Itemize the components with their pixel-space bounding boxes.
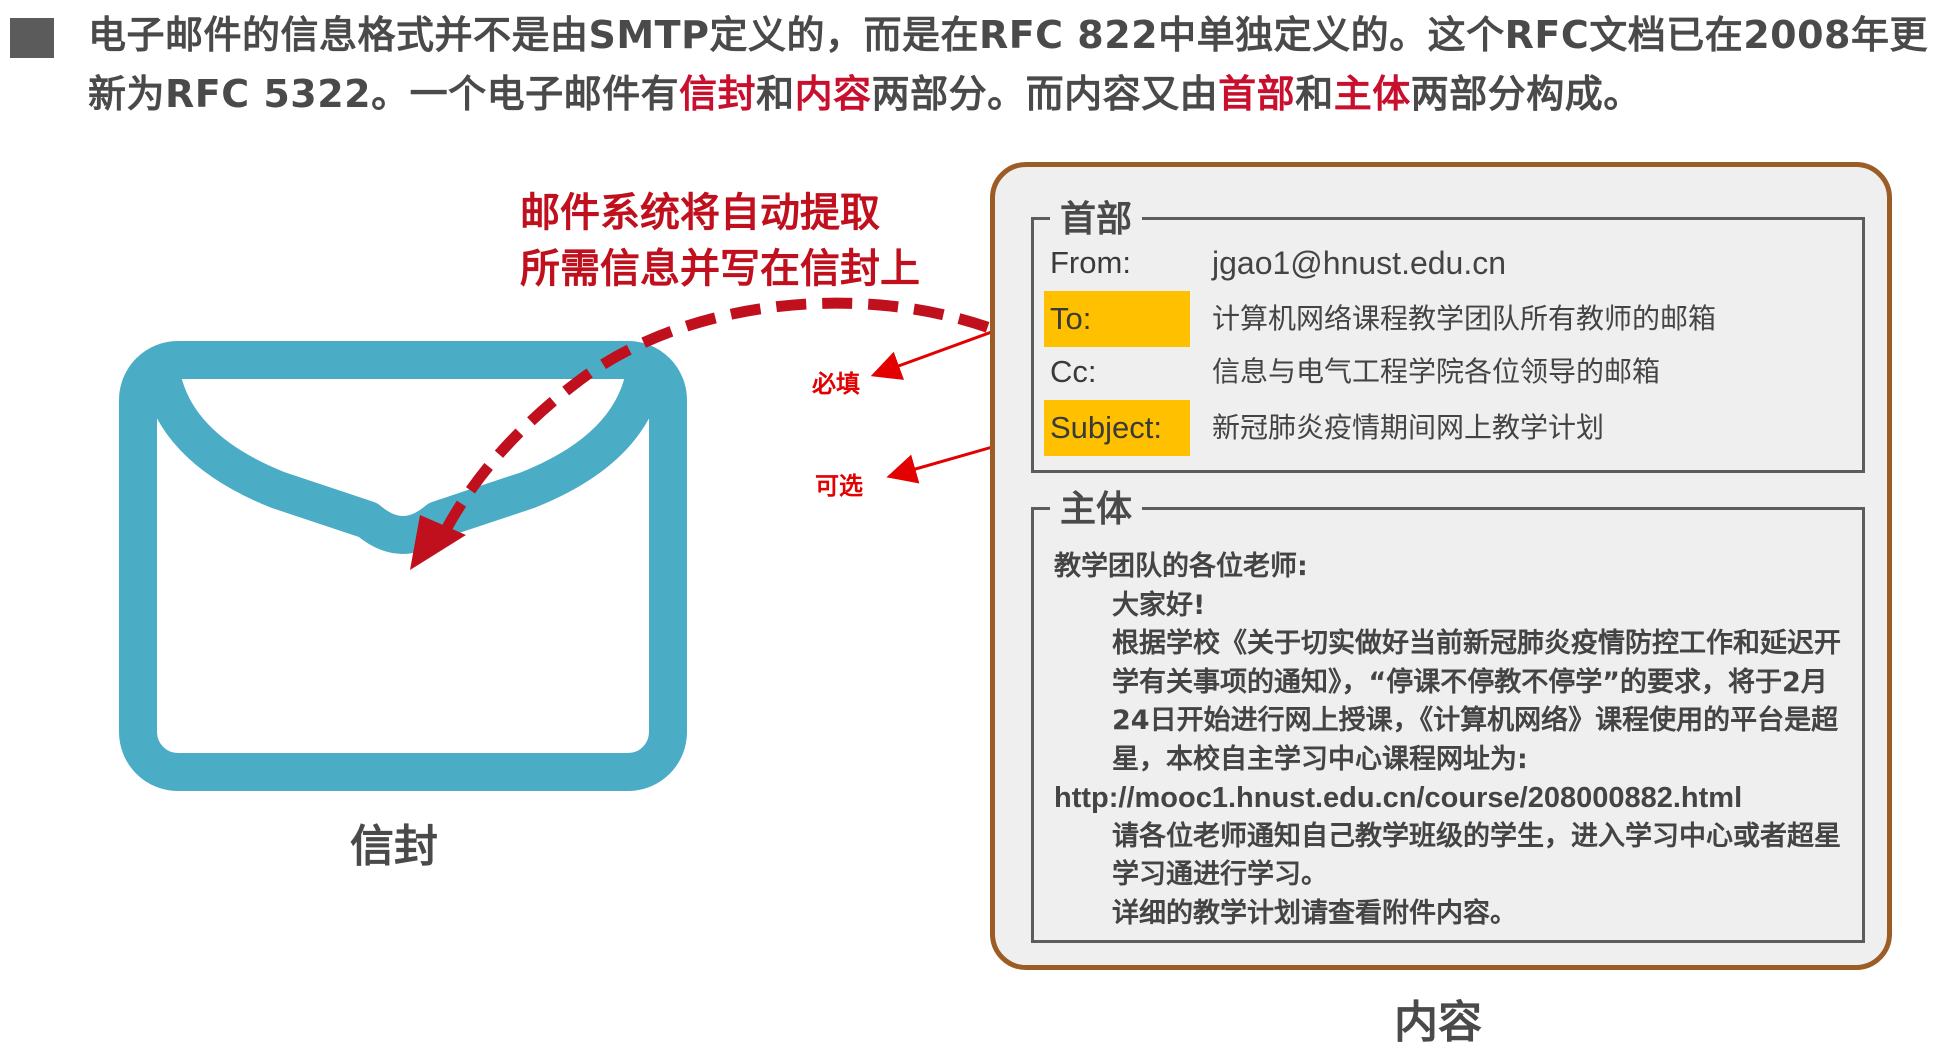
from-label: From: <box>1050 245 1131 280</box>
content-label: 内容 <box>1394 997 1482 1048</box>
intro-paragraph: 电子邮件的信息格式并不是由SMTP定义的，而是在RFC 822中单独定义的。这个… <box>88 13 1928 116</box>
course-url: http://mooc1.hnust.edu.cn/course/2080008… <box>1054 782 1743 814</box>
subject-label: Subject: <box>1044 400 1190 456</box>
content-term: 内容 <box>794 72 872 116</box>
required-tag: 必填 <box>812 370 860 398</box>
content-box: 首部 From: jgao1@hnust.edu.cn To: 计算机网络课程教… <box>990 162 1892 970</box>
header-term: 首部 <box>1218 72 1296 116</box>
optional-tag: 可选 <box>815 472 863 500</box>
body-hello: 大家好! <box>1112 589 1206 621</box>
from-field-row: From: jgao1@hnust.edu.cn <box>1044 235 1854 291</box>
cc-label: Cc: <box>1050 354 1097 389</box>
body-section-title: 主体 <box>1050 480 1143 532</box>
from-value: jgao1@hnust.edu.cn <box>1212 245 1507 281</box>
envelope-label: 信封 <box>350 821 438 872</box>
body-term: 主体 <box>1333 72 1411 116</box>
envelope-icon <box>119 341 687 791</box>
bullet-square-icon <box>10 18 54 58</box>
body-greeting: 教学团队的各位老师: <box>1054 551 1308 582</box>
body-paragraph-2: 请各位老师通知自己教学班级的学生，进入学习中心或者超星学习通进行学习。 <box>1112 820 1841 891</box>
subject-field-row: Subject: 新冠肺炎疫情期间网上教学计划 <box>1044 400 1854 456</box>
to-value: 计算机网络课程教学团队所有教师的邮箱 <box>1212 302 1717 335</box>
body-paragraph-3: 详细的教学计划请查看附件内容。 <box>1112 897 1517 929</box>
body-paragraph-1: 根据学校《关于切实做好当前新冠肺炎疫情防控工作和延迟开学有关事项的通知》，“停课… <box>1112 628 1841 775</box>
to-label: To: <box>1044 291 1190 347</box>
note-line-2: 所需信息并写在信封上 <box>520 246 920 292</box>
auto-extract-note: 邮件系统将自动提取 所需信息并写在信封上 <box>520 185 920 297</box>
to-field-row: To: 计算机网络课程教学团队所有教师的邮箱 <box>1044 291 1854 347</box>
cc-value: 信息与电气工程学院各位领导的邮箱 <box>1212 355 1661 388</box>
note-line-1: 邮件系统将自动提取 <box>520 190 880 236</box>
subject-value: 新冠肺炎疫情期间网上教学计划 <box>1212 411 1605 444</box>
cc-field-row: Cc: 信息与电气工程学院各位领导的邮箱 <box>1044 344 1854 400</box>
body-text: 教学团队的各位老师: 大家好! 根据学校《关于切实做好当前新冠肺炎疫情防控工作和… <box>1054 548 1854 933</box>
envelope-term: 信封 <box>679 72 757 116</box>
body-section: 主体 教学团队的各位老师: 大家好! 根据学校《关于切实做好当前新冠肺炎疫情防控… <box>1031 480 1865 943</box>
header-section-title: 首部 <box>1050 190 1143 242</box>
header-section: 首部 From: jgao1@hnust.edu.cn To: 计算机网络课程教… <box>1031 190 1865 473</box>
